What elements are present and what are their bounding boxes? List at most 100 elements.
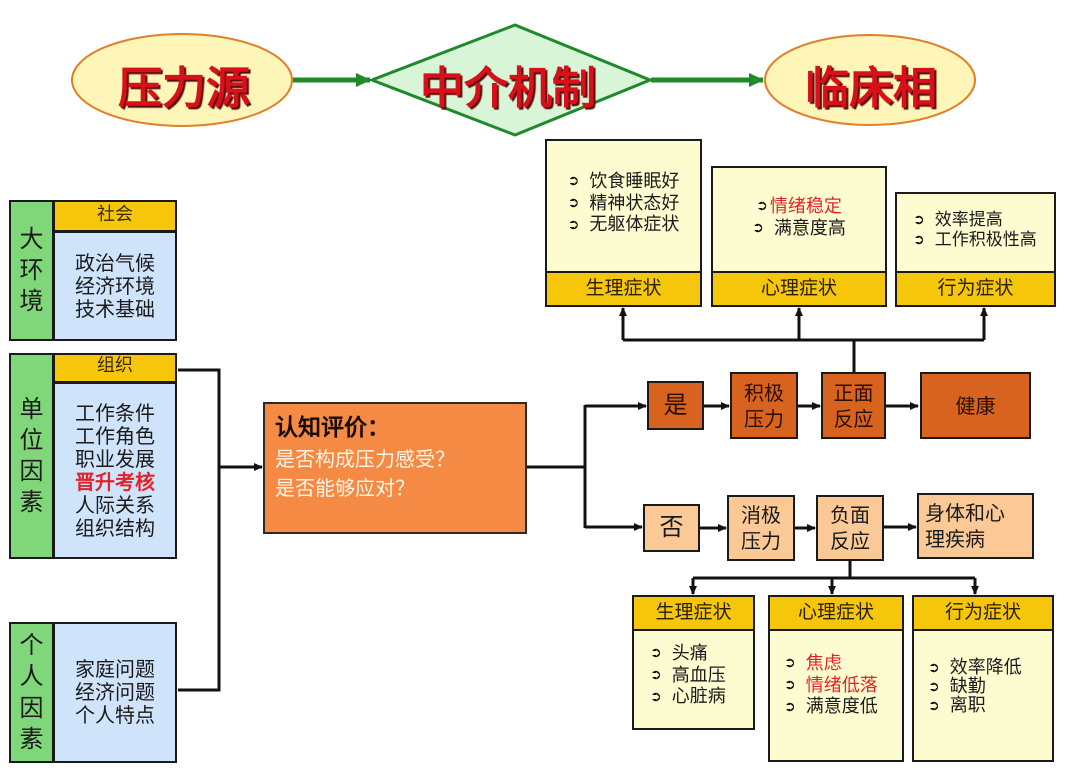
circled-arrow-bullet-icon: ➲ xyxy=(928,697,940,714)
symptom-text-highlight: 情绪低落 xyxy=(805,674,878,696)
circled-arrow-bullet-icon: ➲ xyxy=(784,698,796,715)
category-society: 社会 xyxy=(53,200,177,232)
side-label-char: 境 xyxy=(19,287,44,316)
decision-no: 否 xyxy=(643,504,700,552)
circled-arrow-bullet-icon: ➲ xyxy=(784,655,796,672)
circled-arrow-bullet-icon: ➲ xyxy=(650,666,662,683)
side-label-personal: 个 人 因 素 xyxy=(9,622,54,763)
appraisal-question-1: 是否构成压力感受？ xyxy=(275,447,455,472)
negative-behavioral-symptoms: 行为症状 ➲ 效率降低 ➲ 缺勤 ➲ 离职 xyxy=(912,595,1054,762)
circled-arrow-bullet-icon: ➲ xyxy=(913,211,925,228)
side-label-char: 位 xyxy=(19,425,44,454)
symptom-item: ➲ 效率降低 xyxy=(928,657,1022,678)
source-item-highlight: 晋升考核 xyxy=(75,469,155,494)
source-item: 家庭问题 xyxy=(75,657,155,681)
symptom-header: 行为症状 xyxy=(912,595,1054,631)
source-item: 政治气候 xyxy=(75,250,155,275)
symptom-list: ➲ 效率提高 ➲ 工作积极性高 xyxy=(897,210,1054,251)
circled-arrow-bullet-icon: ➲ xyxy=(567,194,580,211)
symptom-text-highlight: 焦虑 xyxy=(805,653,842,674)
positive-stress: 积极 压力 xyxy=(730,372,798,439)
symptom-text: 满意度低 xyxy=(805,696,878,718)
circled-arrow-bullet-icon: ➲ xyxy=(650,645,662,662)
stressor-ellipse xyxy=(71,33,293,127)
clinical-ellipse xyxy=(764,34,976,126)
circled-arrow-bullet-icon: ➲ xyxy=(784,676,796,693)
symptom-item: ➲ 工作积极性高 xyxy=(913,230,1037,250)
symptom-text: 满意度高 xyxy=(773,217,846,239)
side-label-char: 素 xyxy=(19,488,44,517)
side-label-organization: 单 位 因 素 xyxy=(9,353,54,559)
source-item: 经济问题 xyxy=(75,680,155,704)
category-organization: 组织 xyxy=(53,353,177,383)
category-body-personal: 家庭问题 经济问题 个人特点 xyxy=(53,622,177,763)
circled-arrow-bullet-icon: ➲ xyxy=(928,678,940,695)
source-item: 技术基础 xyxy=(75,296,155,321)
source-item: 人际关系 xyxy=(75,492,155,517)
symptom-item: ➲ 满意度高 xyxy=(752,218,846,240)
symptom-text: 头痛 xyxy=(671,643,708,664)
symptom-text: 缺勤 xyxy=(949,675,986,697)
symptom-text: 效率降低 xyxy=(949,657,1022,678)
source-item: 工作角色 xyxy=(75,423,155,448)
symptom-header: 行为症状 xyxy=(895,271,1056,307)
symptom-text: 精神状态好 xyxy=(589,192,680,214)
symptom-item: ➲ 满意度低 xyxy=(784,696,878,718)
circled-arrow-bullet-icon: ➲ xyxy=(756,198,768,215)
cognitive-appraisal-box: 认知评价： 是否构成压力感受？ 是否能够应对？ xyxy=(263,402,527,534)
category-body-organization: 工作条件 工作角色 职业发展 晋升考核 人际关系 组织结构 xyxy=(53,382,177,559)
circled-arrow-bullet-icon: ➲ xyxy=(650,688,662,705)
symptom-item: ➲ 缺勤 xyxy=(928,675,986,697)
symptom-list: ➲情绪稳定 ➲ 满意度高 xyxy=(713,196,885,239)
symptom-item: ➲ 离职 xyxy=(928,694,986,716)
side-label-char: 素 xyxy=(19,724,44,753)
side-label-char: 因 xyxy=(19,457,44,485)
negative-physical-symptoms: 生理症状 ➲ 头痛 ➲ 高血压 ➲ 心脏病 xyxy=(632,595,755,730)
symptom-text: 工作积极性高 xyxy=(934,230,1037,251)
symptom-header: 生理症状 xyxy=(632,595,755,631)
symptom-item: ➲ 焦虑 xyxy=(784,653,842,675)
symptom-text: 高血压 xyxy=(671,664,726,686)
symptom-text: 饮食睡眠好 xyxy=(589,171,680,192)
symptom-item: ➲ 效率提高 xyxy=(913,210,1003,230)
symptom-text: 心脏病 xyxy=(671,686,726,708)
source-bracket xyxy=(178,368,221,692)
source-item: 个人特点 xyxy=(75,703,155,727)
circled-arrow-bullet-icon: ➲ xyxy=(567,216,580,233)
side-label-char: 环 xyxy=(19,255,44,284)
positive-psychological-symptoms: ➲情绪稳定 ➲ 满意度高 心理症状 xyxy=(711,166,887,307)
positive-physical-symptoms: ➲ 饮食睡眠好 ➲ 精神状态好 ➲无躯体症状 生理症状 xyxy=(545,139,702,307)
symptom-text: 离职 xyxy=(949,694,986,716)
symptom-item: ➲ 饮食睡眠好 xyxy=(568,171,680,193)
appraisal-title: 认知评价： xyxy=(275,415,390,441)
side-label-char: 大 xyxy=(19,224,44,253)
source-item: 经济环境 xyxy=(75,273,155,298)
symptom-header: 生理症状 xyxy=(545,271,702,307)
symptom-list: ➲ 效率降低 ➲ 缺勤 ➲ 离职 xyxy=(914,657,1052,716)
negative-reaction: 负面 反应 xyxy=(816,495,884,561)
symptom-item: ➲无躯体症状 xyxy=(568,214,680,236)
symptom-header: 心理症状 xyxy=(711,271,887,307)
side-label-char: 个 xyxy=(19,631,44,660)
symptom-text: 效率提高 xyxy=(934,210,1003,230)
category-body-society: 政治气候 经济环境 技术基础 xyxy=(53,231,177,341)
circled-arrow-bullet-icon: ➲ xyxy=(928,660,940,677)
symptom-list: ➲ 饮食睡眠好 ➲ 精神状态好 ➲无躯体症状 xyxy=(547,171,700,236)
symptom-list: ➲ 焦虑 ➲ 情绪低落 ➲ 满意度低 xyxy=(770,653,902,718)
circled-arrow-bullet-icon: ➲ xyxy=(752,219,764,236)
source-item: 职业发展 xyxy=(75,446,155,471)
side-label-char: 人 xyxy=(19,662,44,691)
circled-arrow-bullet-icon: ➲ xyxy=(913,232,925,249)
symptom-item: ➲ 心脏病 xyxy=(650,686,726,708)
circled-arrow-bullet-icon: ➲ xyxy=(567,173,580,190)
symptom-item: ➲ 高血压 xyxy=(650,665,726,687)
appraisal-question-2: 是否能够应对？ xyxy=(275,476,415,501)
side-label-char: 单 xyxy=(19,394,44,423)
symptom-list: ➲ 头痛 ➲ 高血压 ➲ 心脏病 xyxy=(634,643,753,708)
mediator-diamond xyxy=(367,23,654,137)
outcome-illness: 身体和心 理疾病 xyxy=(917,493,1034,559)
symptom-header: 心理症状 xyxy=(768,595,904,631)
symptom-item: ➲情绪稳定 xyxy=(756,196,842,218)
mediator-title: 中介机制 xyxy=(420,63,596,114)
